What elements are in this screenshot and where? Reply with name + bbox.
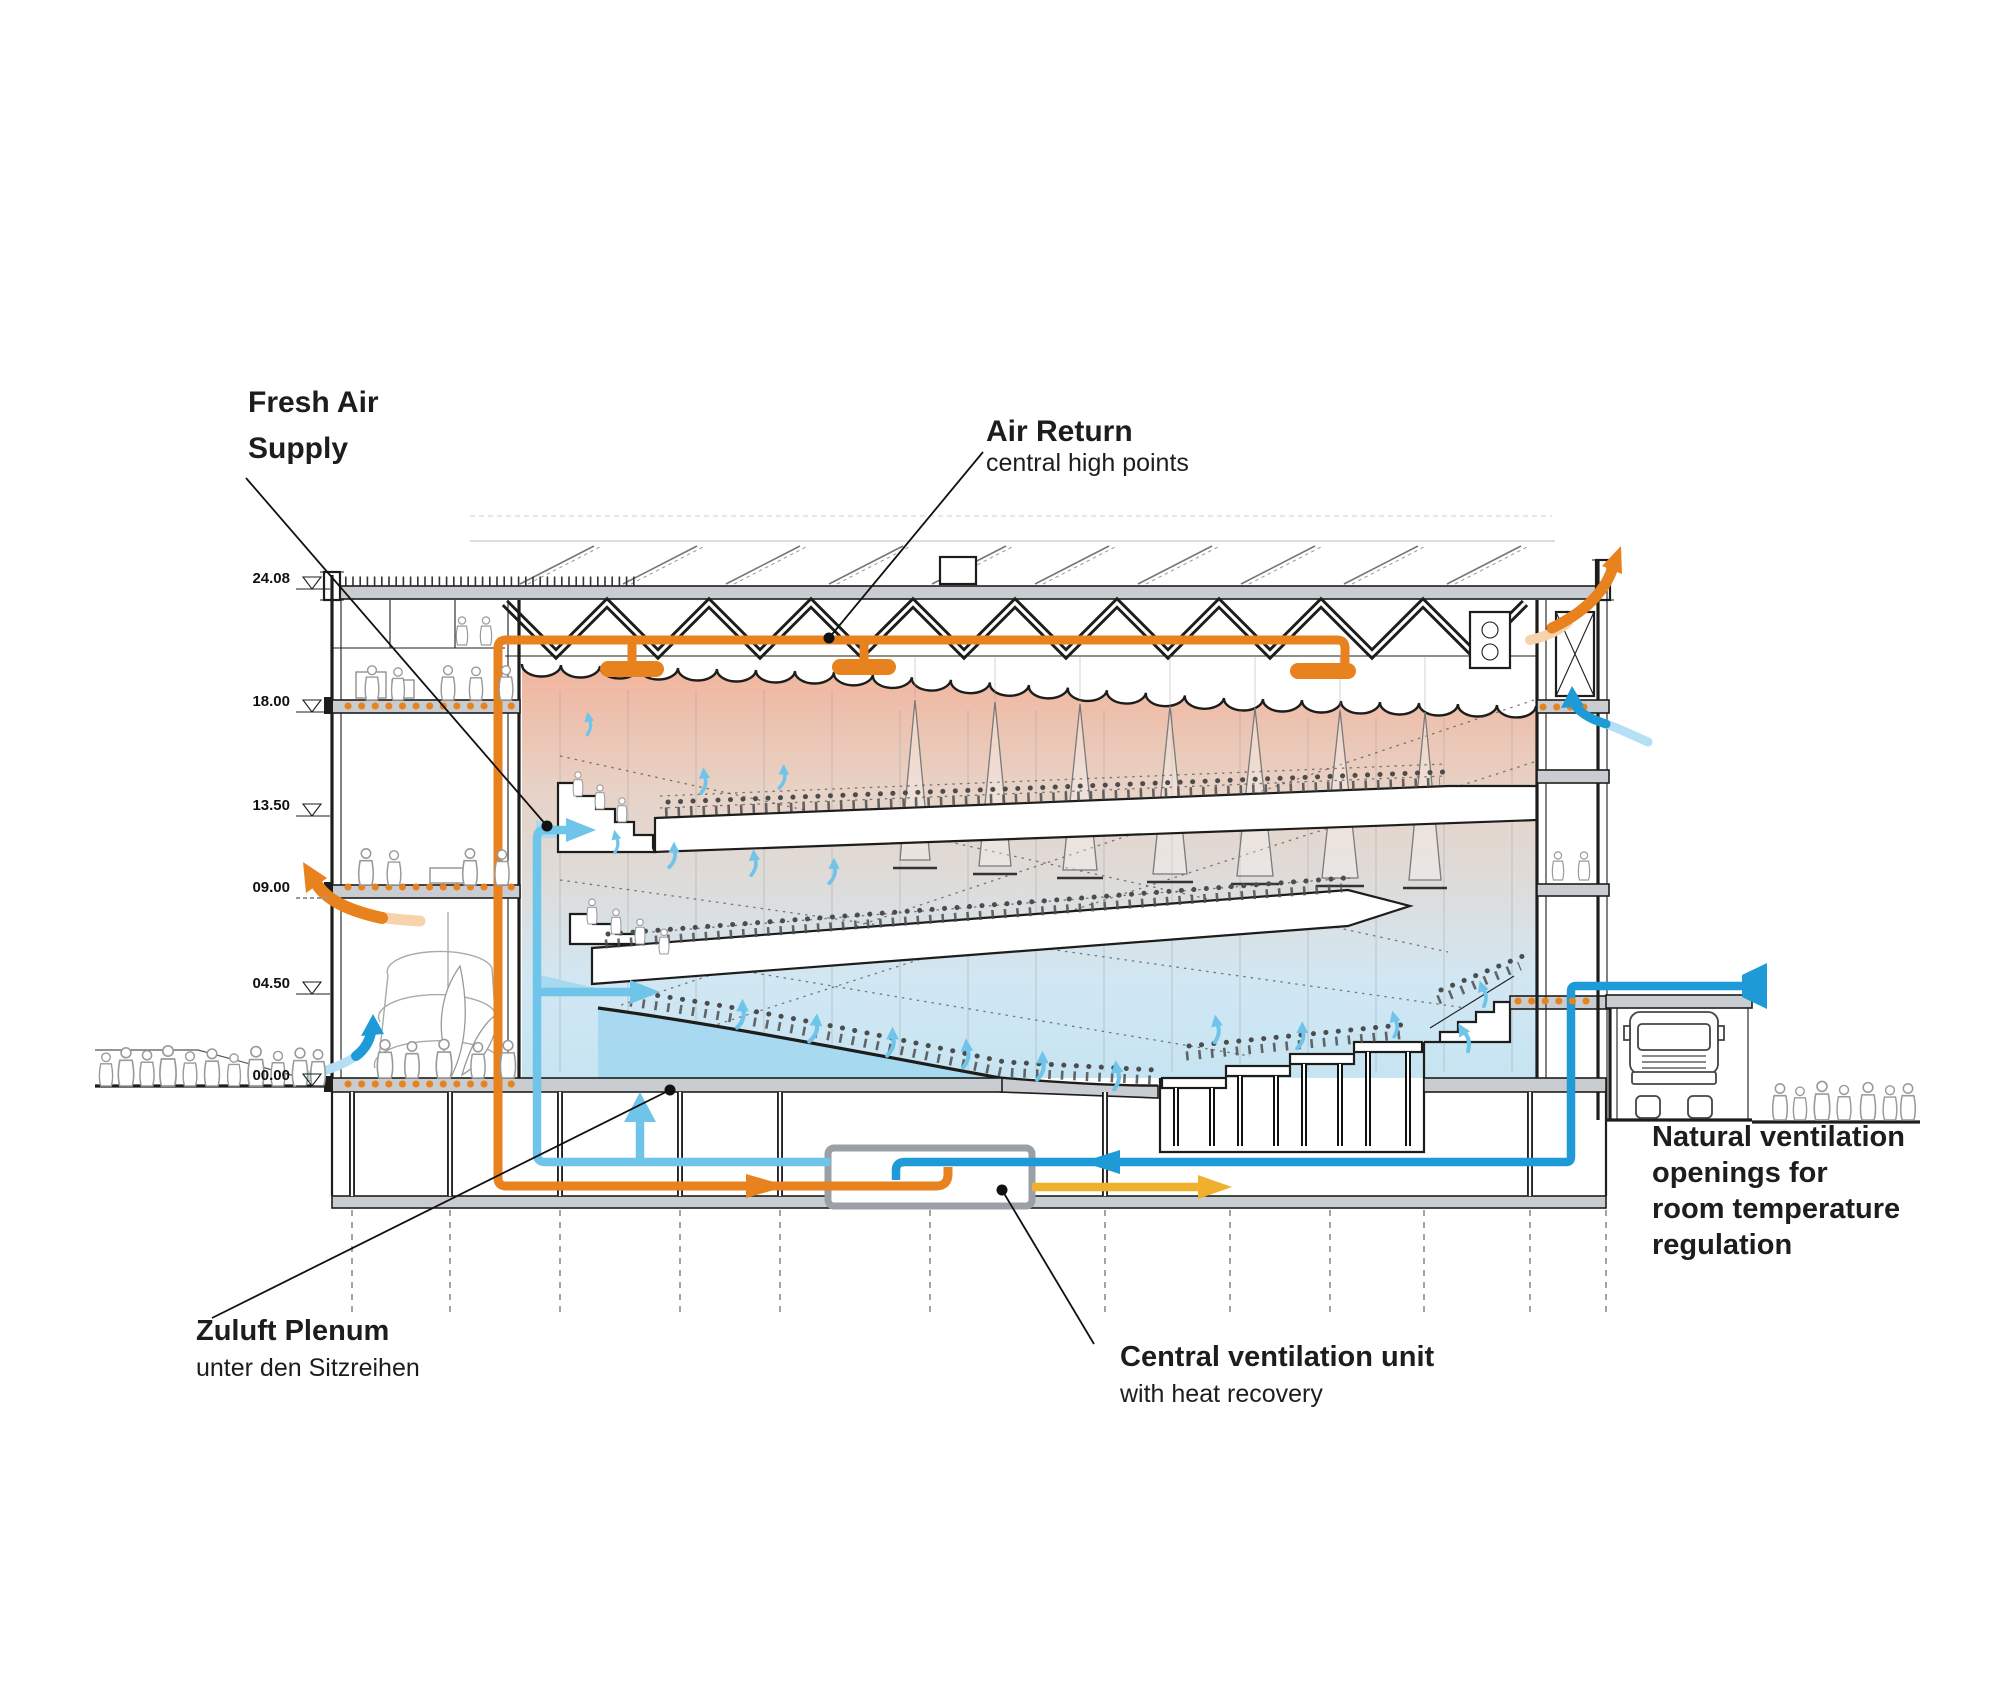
roof-louvers (519, 545, 1522, 585)
crowd-right-exterior (1772, 1080, 1916, 1121)
hall-interior (536, 656, 1609, 1154)
svg-text:13.50: 13.50 (252, 797, 290, 814)
elevation-09-00: 09.00 (252, 879, 330, 899)
crowd-left-exterior (98, 1044, 326, 1087)
annotations: Fresh Air Supply Air Return central high… (196, 386, 1905, 1408)
flow-arrows (295, 546, 1653, 1083)
central-ventilation-unit (824, 1144, 1036, 1210)
central-unit-label: Central ventilation unit (1120, 1341, 1435, 1373)
svg-text:18.00: 18.00 (252, 693, 290, 710)
fresh-air-supply-label: Fresh Air (248, 386, 379, 419)
truck-dock (1605, 994, 1753, 1122)
roof-deck (331, 585, 1609, 600)
stage-machinery (1158, 1040, 1426, 1154)
exhaust-out-arrow (1546, 564, 1618, 634)
air-return-elements (600, 659, 1356, 1198)
elevation-18-00: 18.00 (252, 693, 330, 713)
intake-opening (1742, 963, 1767, 1009)
elevation-00-00: 00.00 (252, 1067, 330, 1087)
elevation-04-50: 04.50 (252, 975, 330, 995)
basement (330, 1092, 1608, 1318)
svg-text:00.00: 00.00 (252, 1067, 290, 1084)
elevation-markers: 24.08 18.00 13.50 09.00 04.50 00.00 (252, 570, 330, 1087)
rooftop-box (938, 555, 978, 586)
svg-text:24.08: 24.08 (252, 570, 290, 587)
svg-text:Natural ventilation: Natural ventilation (1652, 1121, 1905, 1153)
svg-text:regulation: regulation (1652, 1229, 1792, 1261)
extract-diffuser (832, 659, 896, 675)
svg-text:04.50: 04.50 (252, 975, 290, 992)
mid-tier-slab (590, 888, 1414, 986)
leader-dots (541, 632, 1008, 1196)
entrance-intake-arrow (351, 1028, 376, 1061)
central-unit-sublabel: with heat recovery (1119, 1380, 1323, 1408)
fresh-air-supply-label-2: Supply (248, 432, 348, 465)
roof (320, 515, 1614, 661)
natural-intake-arrowheads (1082, 963, 1767, 1174)
fresh-air-arrowheads (566, 818, 660, 1122)
air-return-duct (493, 635, 1350, 1191)
zuluft-plenum-sublabel: unter den Sitzreihen (196, 1354, 420, 1382)
air-return-label: Air Return (986, 415, 1133, 448)
extract-diffuser (600, 661, 664, 677)
elevation-24-08: 24.08 (252, 570, 330, 590)
extract-diffuser (1290, 663, 1356, 679)
truck (1623, 1011, 1725, 1119)
roof-truss (501, 596, 1537, 661)
air-return-sublabel: central high points (986, 449, 1189, 477)
equipment-box (1468, 610, 1512, 670)
zuluft-plenum-label: Zuluft Plenum (196, 1315, 389, 1347)
svg-text:09.00: 09.00 (252, 879, 290, 896)
elevation-13-50: 13.50 (252, 797, 330, 817)
audience (604, 769, 1526, 1085)
dock-roof (1605, 994, 1753, 1009)
svg-text:room temperature: room temperature (1652, 1193, 1900, 1225)
acoustic-canopy (520, 663, 1538, 719)
foyer-exhaust-arrow (312, 880, 388, 924)
svg-text:openings for: openings for (1652, 1157, 1828, 1189)
exhaust-duct (1032, 1175, 1232, 1199)
leader-lines (211, 451, 1095, 1345)
natural-ventilation-label: Natural ventilation openings for room te… (1652, 1121, 1905, 1261)
natural-intake-duct (891, 981, 1744, 1180)
hall-air-gradient (520, 663, 1538, 1078)
